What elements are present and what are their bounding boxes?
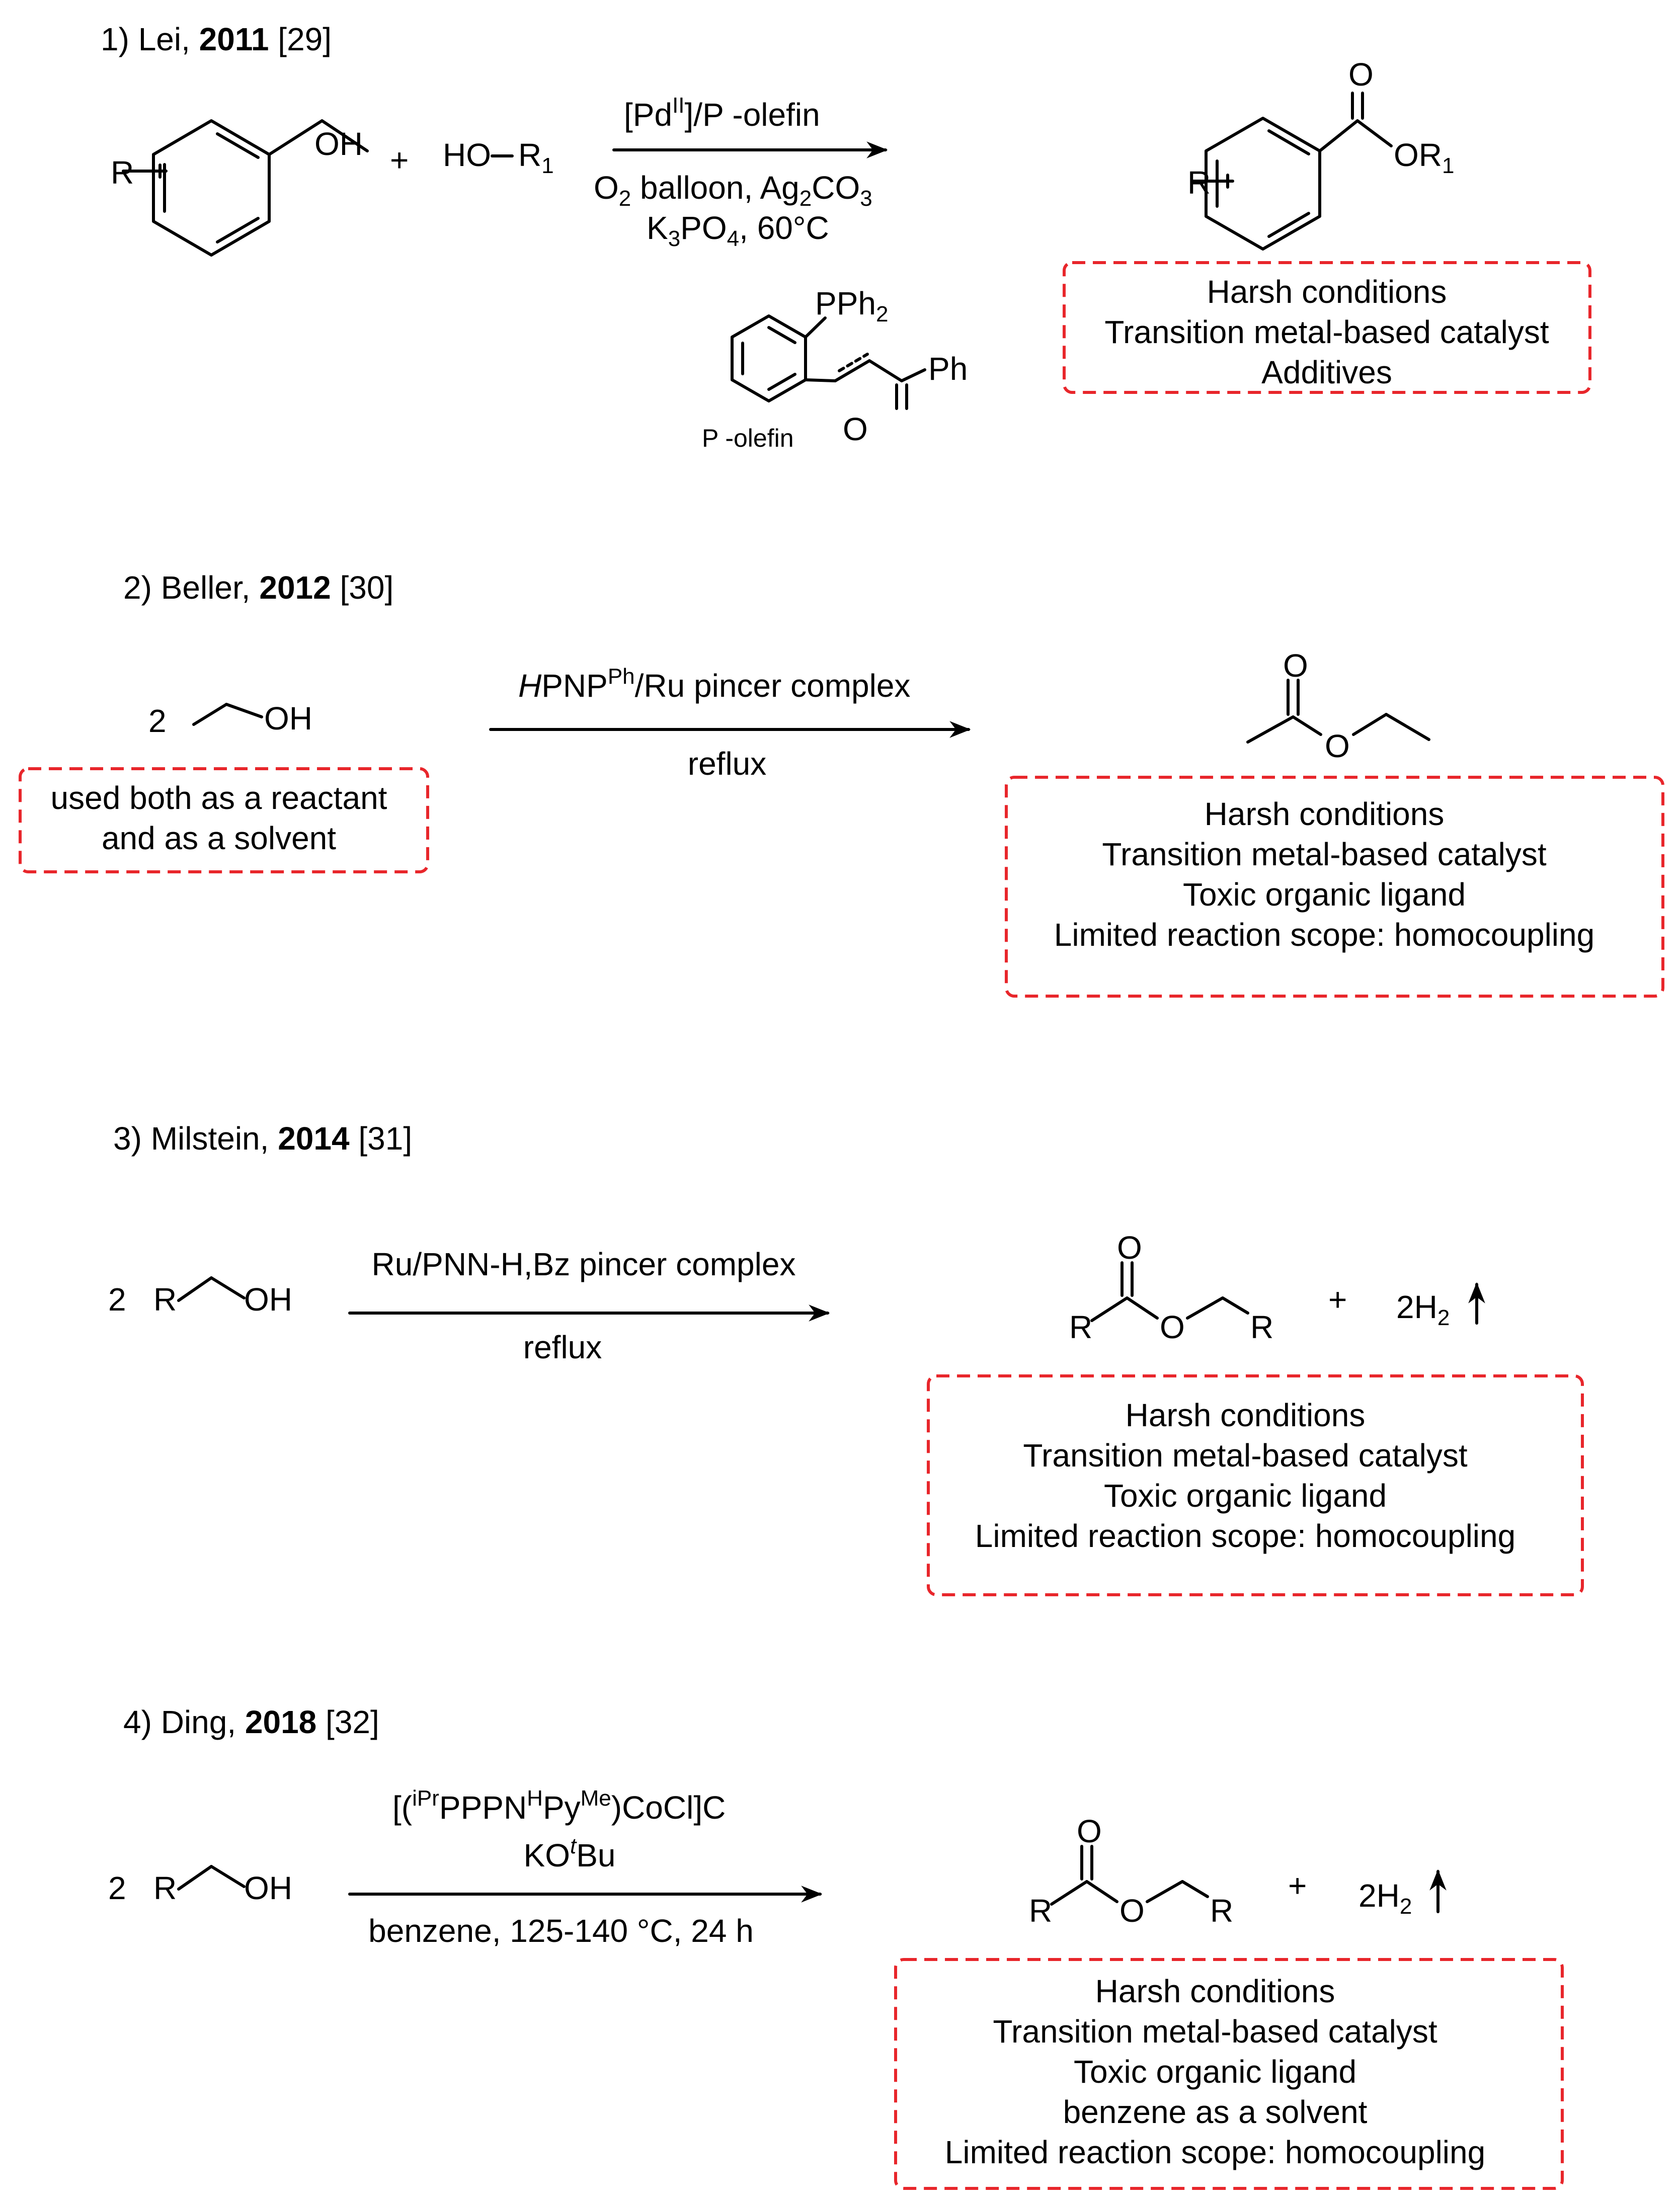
carbonyl-oxygen: O bbox=[1117, 1230, 1142, 1266]
reaction-1-title: 1) Lei, 2011 [29] bbox=[101, 21, 332, 57]
ester-oxygen: O bbox=[1119, 1893, 1145, 1929]
limitation-item: Transition metal-based catalyst bbox=[1104, 314, 1549, 350]
limitation-item: Additives bbox=[1261, 354, 1392, 390]
hydroxyl-label: HO bbox=[443, 137, 491, 173]
second-alcohol: HO R1 bbox=[443, 137, 554, 178]
catalyst-label: [(iPrPPPNHPyMe)CoCl]C bbox=[392, 1786, 726, 1826]
substituent-R: R bbox=[1250, 1309, 1273, 1345]
limitation-item: Limited reaction scope: homocoupling bbox=[1054, 917, 1594, 953]
coefficient: 2 bbox=[108, 1281, 126, 1318]
carbonyl-oxygen: O bbox=[1348, 56, 1374, 93]
reaction-3: 3) Milstein, 2014 [31] 2 R OH Ru/PNN-H,B… bbox=[108, 1120, 1584, 1596]
limitation-item: Limited reaction scope: homocoupling bbox=[945, 2134, 1485, 2170]
reactant-note-box: used both as a reactant and as a solvent bbox=[19, 767, 429, 873]
hydrogen-gas-product: 2H2 bbox=[1396, 1282, 1485, 1330]
alcohol-structure: R OH bbox=[153, 1865, 292, 1906]
reaction-1: 1) Lei, 2011 [29] R OH + HO R1 [PdII]/P … bbox=[101, 21, 1591, 452]
substituent-R: R bbox=[1210, 1893, 1233, 1929]
base-label: KOtBu bbox=[524, 1834, 616, 1873]
limitation-item: Harsh conditions bbox=[1207, 274, 1447, 310]
ester-product-structure: R O O R bbox=[1029, 1813, 1233, 1929]
pph2-label: PPh2 bbox=[815, 285, 888, 326]
note-line: used both as a reactant bbox=[51, 780, 387, 816]
plus-sign: + bbox=[390, 142, 409, 178]
carbonyl-oxygen: O bbox=[1077, 1813, 1102, 1849]
reaction-2: 2) Beller, 2012 [30] 2 OH used both as a… bbox=[19, 569, 1664, 998]
ethyl-acetate-structure: O O bbox=[1246, 647, 1430, 764]
substituent-R: R bbox=[153, 1870, 177, 1906]
plus-sign: + bbox=[1328, 1281, 1347, 1318]
hydroxyl-label: OH bbox=[264, 700, 312, 737]
ester-oxygen: O bbox=[1325, 728, 1350, 764]
ethanol-structure: OH bbox=[192, 700, 312, 737]
limitation-item: Transition metal-based catalyst bbox=[993, 2013, 1437, 2050]
limitation-item: Harsh conditions bbox=[1126, 1397, 1366, 1433]
coefficient: 2 bbox=[148, 703, 167, 739]
limitations-box-1: Harsh conditions Transition metal-based … bbox=[1063, 261, 1591, 394]
limitation-item: benzene as a solvent bbox=[1063, 2094, 1368, 2130]
conditions-below: benzene, 125-140 °C, 24 h bbox=[368, 1913, 754, 1949]
p-olefin-ligand-structure: PPh2 Ph O P -olefin bbox=[702, 285, 968, 452]
alcohol-structure: R OH bbox=[153, 1276, 292, 1318]
product-1-structure: O OR1 R bbox=[1187, 56, 1454, 251]
reaction-4: 4) Ding, 2018 [32] 2 R OH [(iPrPPPNHPyMe… bbox=[108, 1704, 1564, 2190]
limitation-item: Toxic organic ligand bbox=[1183, 876, 1466, 913]
ester-OR1-label: OR1 bbox=[1394, 137, 1454, 178]
limitation-item: Harsh conditions bbox=[1095, 1973, 1335, 2009]
limitations-box-2: Harsh conditions Transition metal-based … bbox=[1005, 776, 1664, 998]
limitation-item: Harsh conditions bbox=[1205, 796, 1445, 832]
catalyst-label: [PdII]/P -olefin bbox=[624, 93, 820, 133]
substituent-R: R bbox=[1069, 1309, 1092, 1345]
limitation-item: Toxic organic ligand bbox=[1104, 1478, 1387, 1514]
conditions-below: reflux bbox=[523, 1329, 602, 1365]
substituent-R: R bbox=[111, 154, 134, 191]
limitations-box-3: Harsh conditions Transition metal-based … bbox=[927, 1374, 1584, 1596]
phenyl-label: Ph bbox=[928, 351, 968, 387]
plus-sign: + bbox=[1288, 1867, 1307, 1904]
note-line: and as a solvent bbox=[102, 820, 336, 856]
ligand-name: P -olefin bbox=[702, 424, 794, 452]
h2-label: 2H2 bbox=[1358, 1878, 1412, 1919]
h2-label: 2H2 bbox=[1396, 1289, 1450, 1330]
ester-product-structure: R O O R bbox=[1069, 1230, 1273, 1345]
hydrogen-gas-product: 2H2 bbox=[1358, 1869, 1447, 1919]
coefficient: 2 bbox=[108, 1870, 126, 1906]
limitation-item: Transition metal-based catalyst bbox=[1023, 1437, 1468, 1474]
conditions-line-3: K3PO4, 60°C bbox=[647, 210, 829, 251]
reaction-2-title: 2) Beller, 2012 [30] bbox=[123, 569, 393, 606]
catalyst-label: Ru/PNN-H,Bz pincer complex bbox=[372, 1246, 796, 1282]
ester-oxygen: O bbox=[1160, 1309, 1185, 1345]
benzyl-alcohol-structure: R OH bbox=[111, 119, 369, 257]
substituent-R1: R1 bbox=[518, 137, 554, 178]
reaction-4-title: 4) Ding, 2018 [32] bbox=[123, 1704, 379, 1740]
catalyst-label: HPNPPh/Ru pincer complex bbox=[518, 664, 910, 704]
substituent-R: R bbox=[1187, 165, 1211, 201]
hydroxyl-label: OH bbox=[244, 1870, 292, 1906]
conditions-line-2: O2 balloon, Ag2CO3 bbox=[594, 170, 872, 211]
reaction-3-title: 3) Milstein, 2014 [31] bbox=[113, 1120, 412, 1157]
substituent-R: R bbox=[1029, 1893, 1052, 1929]
limitation-item: Toxic organic ligand bbox=[1074, 2054, 1356, 2090]
limitations-box-4: Harsh conditions Transition metal-based … bbox=[894, 1958, 1564, 2190]
limitation-item: Transition metal-based catalyst bbox=[1102, 836, 1547, 872]
limitation-item: Limited reaction scope: homocoupling bbox=[975, 1518, 1515, 1554]
hydroxyl-label: OH bbox=[314, 126, 363, 162]
substituent-R: R bbox=[153, 1281, 177, 1318]
carbonyl-oxygen: O bbox=[843, 411, 868, 447]
conditions-below: reflux bbox=[688, 746, 767, 782]
hydroxyl-label: OH bbox=[244, 1281, 292, 1318]
carbonyl-oxygen: O bbox=[1283, 647, 1308, 684]
